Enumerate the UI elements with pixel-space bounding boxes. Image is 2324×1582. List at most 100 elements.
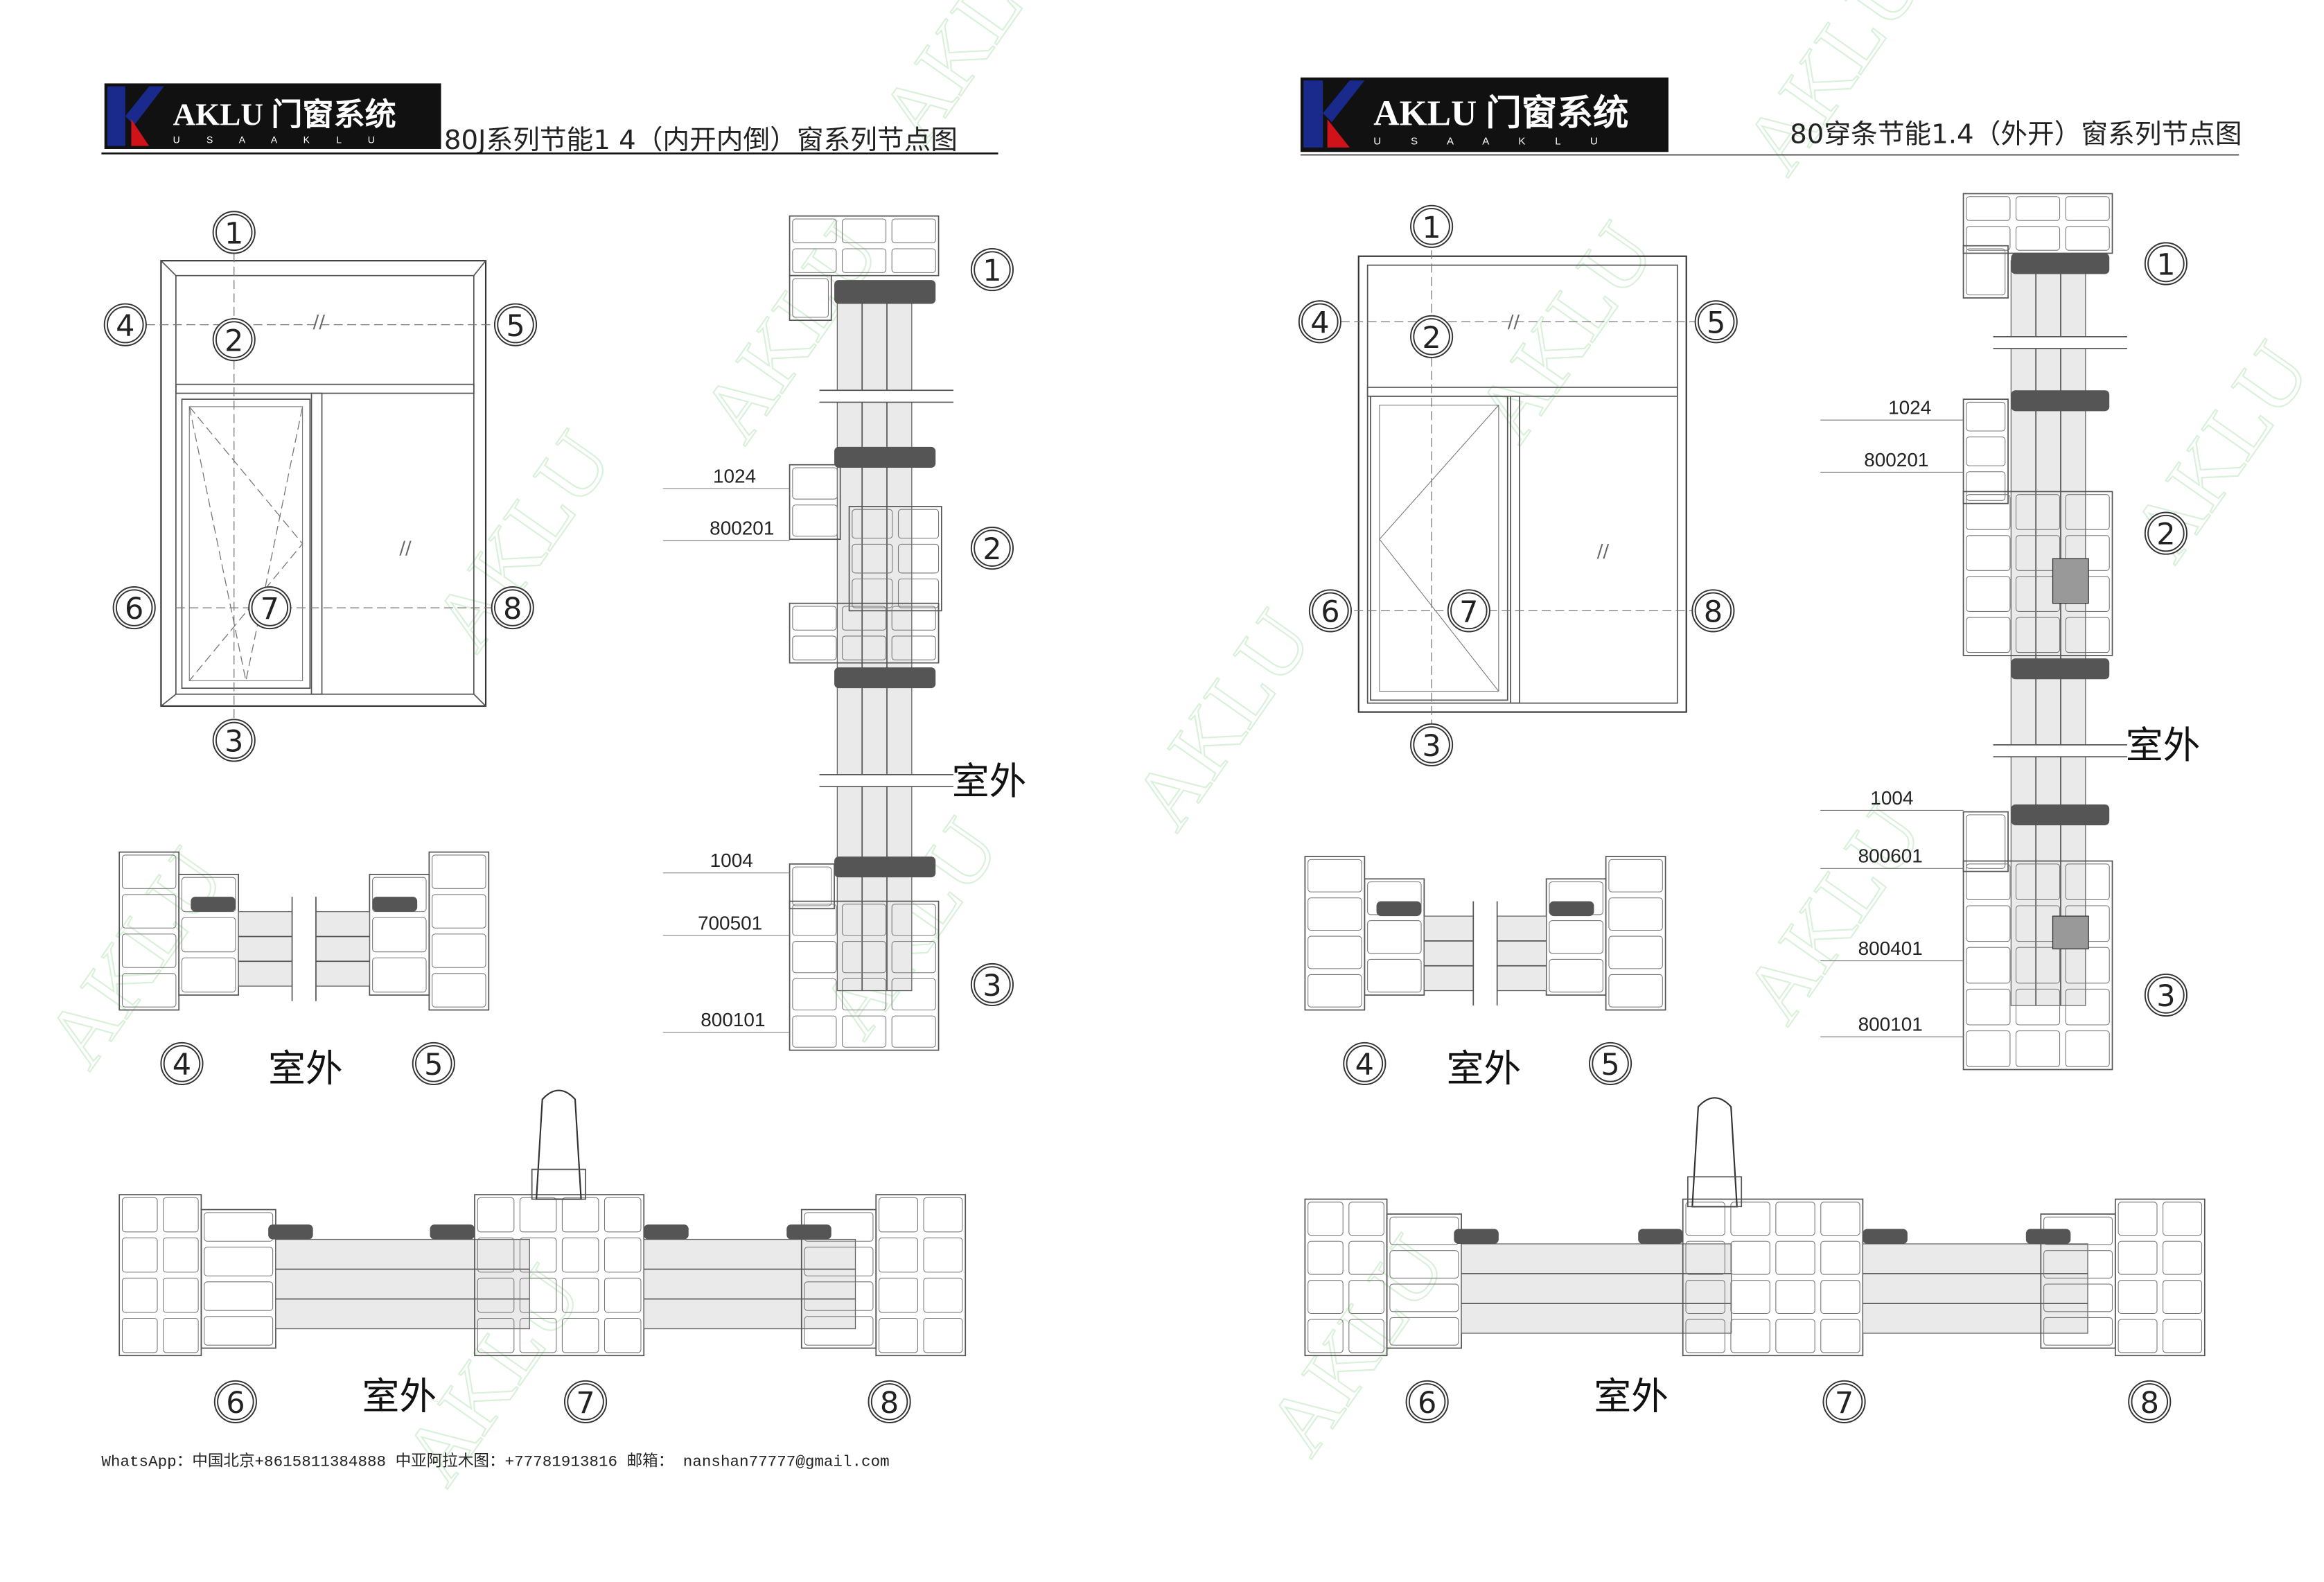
callout-number: 1 <box>1422 211 1441 245</box>
profile-chamber <box>2065 988 2110 1026</box>
profile-chamber <box>2065 226 2110 251</box>
gasket <box>191 897 236 912</box>
profile-outline <box>875 1194 967 1357</box>
profile-chamber <box>1775 1240 1815 1275</box>
handle <box>535 1089 582 1200</box>
callout-number: 3 <box>983 969 1001 1003</box>
profile-chamber <box>841 978 887 1011</box>
profile-chamber <box>1966 947 2011 984</box>
callout-inner-circle <box>1312 592 1349 630</box>
profile-chamber <box>2043 1317 2113 1346</box>
profile-chamber <box>204 1212 274 1242</box>
profile-chamber <box>121 1237 158 1273</box>
profile-chamber <box>604 1237 642 1273</box>
callout-number: 6 <box>1418 1386 1436 1421</box>
profile-chamber <box>2015 988 2061 1026</box>
profile-chamber <box>121 973 177 1008</box>
callout-number: 8 <box>2140 1386 2159 1421</box>
callout-marker: 2 <box>2144 511 2187 555</box>
profile-chamber <box>891 941 936 974</box>
profile-chamber <box>1820 1280 1860 1315</box>
callout-inner-circle <box>974 251 1011 288</box>
callout-marker: 4 <box>103 303 147 346</box>
profile-chamber <box>1308 859 1362 893</box>
profile-chamber <box>432 933 486 968</box>
callout-inner-circle <box>493 589 531 626</box>
left-header: AKLU 门窗系统 U S A A K L U 80J系列节能1 4（内开内倒）… <box>101 83 998 156</box>
callout-number: 7 <box>576 1386 595 1421</box>
part-label: 1004 <box>662 850 790 874</box>
profile-chamber <box>1308 1319 1344 1353</box>
right-window-elevation: // // <box>1340 250 1698 728</box>
callout-inner-circle <box>1825 1383 1863 1421</box>
callout-marker: 4 <box>160 1042 204 1085</box>
profile-chamber <box>1308 897 1362 931</box>
profile-chamber <box>804 1316 874 1346</box>
callout-number: 5 <box>1601 1048 1619 1082</box>
part-label: 800101 <box>662 1009 790 1033</box>
profile-chamber <box>2065 617 2110 653</box>
gasket <box>1454 1229 1499 1245</box>
right-section-4-5 <box>1304 856 1666 1011</box>
profile-outline <box>1545 878 1607 996</box>
callout-number: 6 <box>1321 595 1339 630</box>
logo: AKLU 门窗系统 U S A A K L U <box>1300 77 1669 152</box>
break <box>819 390 954 403</box>
profile-chamber <box>897 578 940 608</box>
profile-chamber <box>121 1317 158 1353</box>
callout-number: 5 <box>506 309 525 344</box>
profile-chamber <box>519 1197 557 1233</box>
part-number: 800101 <box>701 1009 765 1030</box>
profile-chamber <box>792 504 838 537</box>
callout-number: 4 <box>1355 1048 1374 1082</box>
callout-inner-circle <box>115 589 153 626</box>
profile-chamber <box>792 866 832 906</box>
break <box>819 774 954 787</box>
right-vertical-section <box>1962 193 2128 1071</box>
profile-chamber <box>604 1317 642 1353</box>
left-vertical-section <box>789 215 954 1051</box>
gasket <box>2011 804 2110 825</box>
part-label: 800101 <box>1820 1014 1964 1037</box>
callout-inner-circle <box>215 321 253 358</box>
profile-chamber <box>1308 1202 1344 1236</box>
callout-marker: 6 <box>213 1380 257 1423</box>
profile-chamber <box>1549 958 1603 993</box>
callout-number: 1 <box>2156 248 2175 283</box>
callout-number: 6 <box>226 1386 245 1421</box>
callout-inner-circle <box>870 1383 908 1421</box>
profile-chamber <box>2118 1280 2158 1315</box>
callout-marker: 1 <box>212 211 256 254</box>
callout-marker: 8 <box>1691 589 1735 633</box>
watermark-text: AKLU <box>1456 206 1673 458</box>
profile-chamber <box>2015 863 2061 900</box>
right-s678-outside-label: 室外 <box>1594 1375 1668 1418</box>
svg-text://: // <box>313 312 326 333</box>
profile-outline <box>1962 398 2009 504</box>
profile-chamber <box>804 1281 874 1311</box>
profile-chamber <box>792 218 837 243</box>
logo-sub: U S A A K L U <box>1373 136 1611 148</box>
callout-inner-circle <box>1413 726 1450 764</box>
callout-inner-circle <box>2147 514 2185 552</box>
profile-chamber <box>891 635 936 660</box>
part-label: 1004 <box>1820 787 1964 811</box>
svg-text://: // <box>1508 312 1520 333</box>
watermark-text: AKLU <box>1725 787 1941 1039</box>
profile-chamber <box>204 1247 274 1276</box>
profile-chamber <box>561 1277 599 1313</box>
profile-chamber <box>561 1317 599 1353</box>
profile-chamber <box>1966 401 2006 432</box>
watermark-text: AKLU <box>414 415 630 667</box>
gasket <box>834 446 936 468</box>
part-label: 800201 <box>1820 449 1964 473</box>
part-label: 800601 <box>1820 845 1964 869</box>
logo-brand: AKLU 门窗系统 <box>1373 94 1628 134</box>
left-title: 80J系列节能1 4（内开内倒）窗系列节点图 <box>444 125 958 156</box>
part-number: 1004 <box>1870 787 1913 809</box>
profile-outline <box>1962 245 2009 299</box>
callout-number: 4 <box>116 309 134 344</box>
profile-outline <box>800 1209 877 1349</box>
callout-marker: 8 <box>2128 1380 2172 1423</box>
callout-number: 6 <box>125 592 143 626</box>
